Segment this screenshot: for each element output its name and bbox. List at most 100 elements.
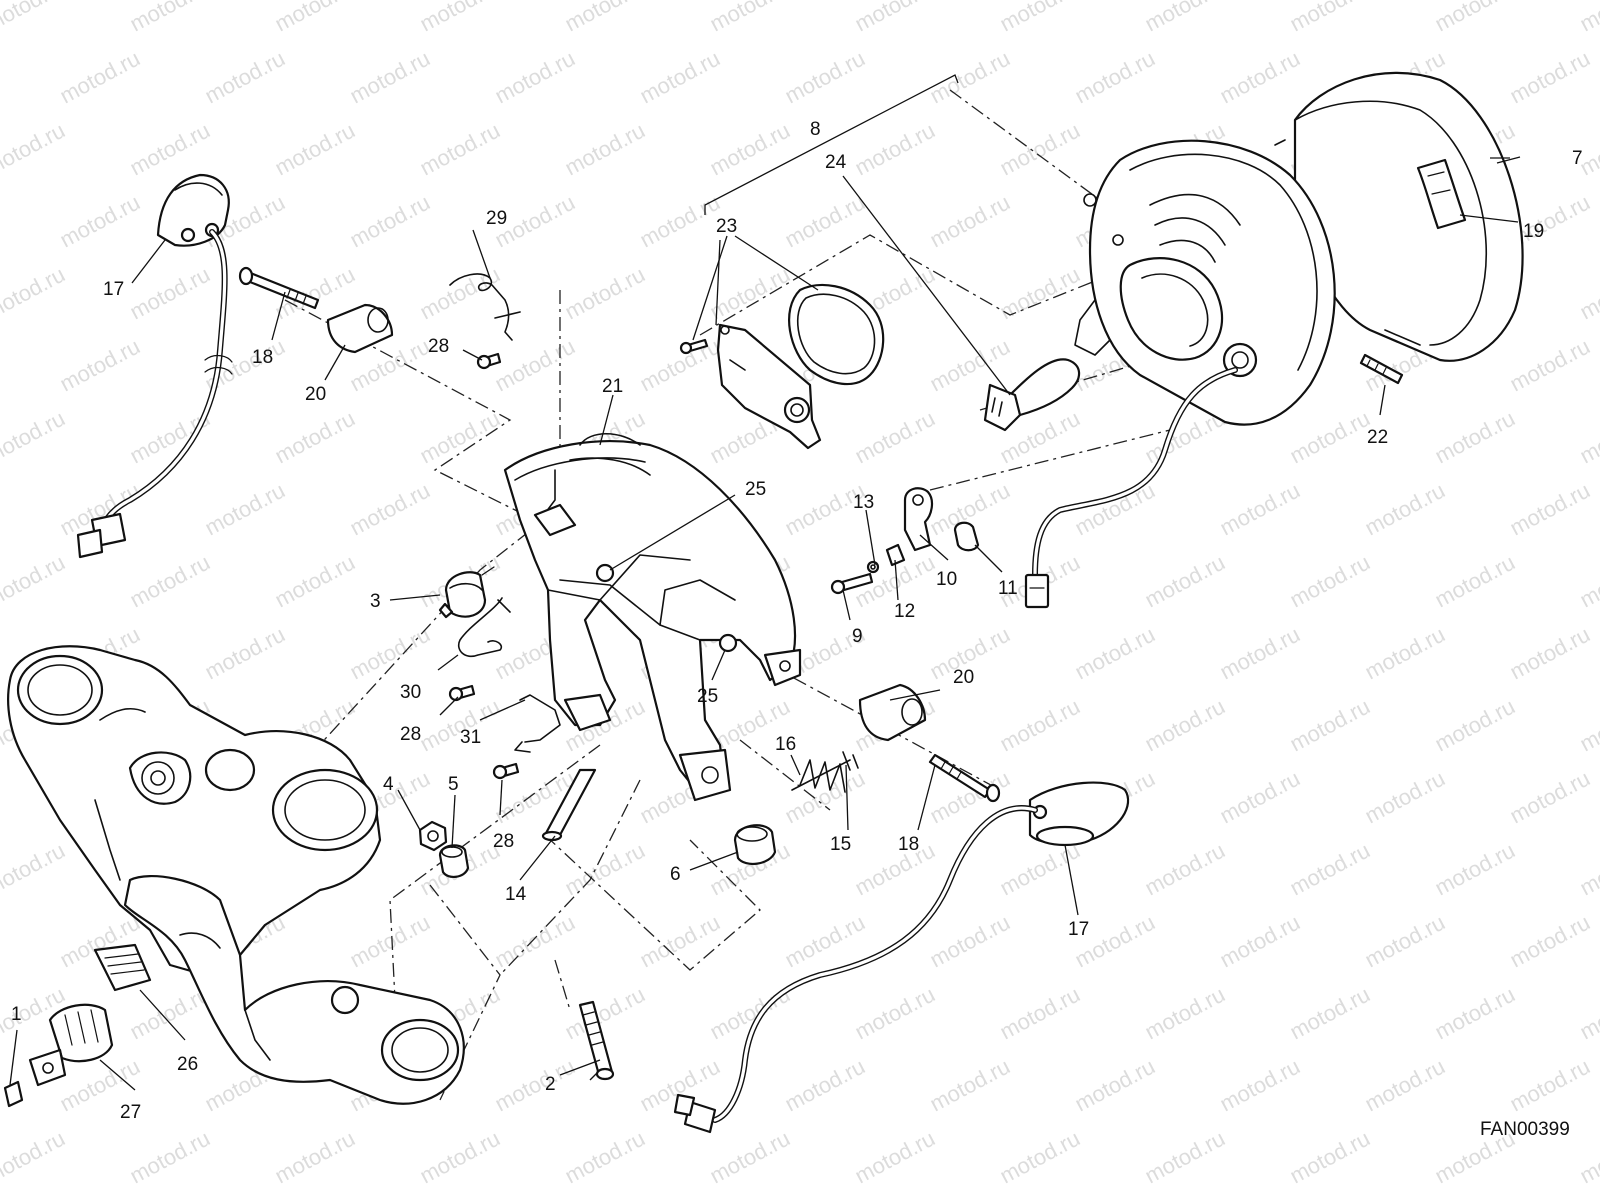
watermark-text: motod.ru bbox=[1141, 694, 1229, 757]
watermark-text: motod.ru bbox=[491, 1054, 579, 1117]
watermark-text: motod.ru bbox=[1431, 694, 1519, 757]
watermark-text: motod.ru bbox=[1216, 910, 1304, 973]
headlight-housing bbox=[1074, 139, 1336, 426]
indicator-mount-left bbox=[326, 303, 394, 354]
watermark-text: motod.ru bbox=[271, 0, 359, 36]
callout-labels: 1 2 3 4 5 6 7 8 9 10 11 12 13 14 15 16 1… bbox=[11, 119, 1583, 1123]
nut bbox=[418, 820, 448, 852]
headlight-bulb bbox=[983, 358, 1081, 432]
watermark-text: motod.ru bbox=[996, 1126, 1084, 1189]
watermark-text: motod.ru bbox=[491, 46, 579, 109]
bushing bbox=[438, 844, 470, 878]
watermark-text: motod.ru bbox=[0, 0, 69, 36]
callout-27: 27 bbox=[120, 1102, 141, 1123]
watermark-text: motod.ru bbox=[996, 982, 1084, 1045]
wire-clip-30 bbox=[458, 597, 511, 658]
watermark-text: motod.ru bbox=[926, 46, 1014, 109]
watermark-text: motod.ru bbox=[1286, 1126, 1374, 1189]
watermark-text: motod.ru bbox=[996, 0, 1084, 36]
watermark-text: motod.ru bbox=[1506, 766, 1594, 829]
watermark-text: motod.ru bbox=[416, 262, 504, 325]
callout-28c: 28 bbox=[493, 831, 514, 852]
watermark-text: motod.ru bbox=[56, 46, 144, 109]
watermark-text: motod.ru bbox=[126, 550, 214, 613]
callout-25a: 25 bbox=[745, 479, 766, 500]
callout-18b: 18 bbox=[898, 834, 919, 855]
watermark-text: motod.ru bbox=[1576, 406, 1600, 469]
watermark-text: motod.ru bbox=[1576, 982, 1600, 1045]
callout-11: 11 bbox=[998, 578, 1018, 599]
watermark-text: motod.ru bbox=[996, 694, 1084, 757]
watermark-text: motod.ru bbox=[0, 118, 69, 181]
callout-16: 16 bbox=[775, 734, 796, 755]
callout-4: 4 bbox=[383, 774, 394, 795]
watermark-text: motod.ru bbox=[1431, 982, 1519, 1045]
watermark-text: motod.ru bbox=[1361, 622, 1449, 685]
watermark-text: motod.ru bbox=[1576, 1126, 1600, 1189]
watermark-text: motod.ru bbox=[126, 406, 214, 469]
watermark-text: motod.ru bbox=[416, 0, 504, 36]
watermark-text: motod.ru bbox=[271, 406, 359, 469]
callout-6: 6 bbox=[670, 864, 681, 885]
watermark-text: motod.ru bbox=[1431, 406, 1519, 469]
watermark-text: motod.ru bbox=[781, 1054, 869, 1117]
watermark-text: motod.ru bbox=[781, 46, 869, 109]
watermark-text: motod.ru bbox=[201, 622, 289, 685]
watermark-text: motod.ru bbox=[1286, 838, 1374, 901]
watermark-text: motod.ru bbox=[1216, 766, 1304, 829]
watermark-text: motod.ru bbox=[1576, 838, 1600, 901]
leader-lines bbox=[9, 156, 1521, 1091]
watermark-text: motod.ru bbox=[1216, 478, 1304, 541]
watermark-text: motod.ru bbox=[346, 910, 434, 973]
watermark-text: motod.ru bbox=[126, 1126, 214, 1189]
spacer-tube bbox=[541, 768, 597, 842]
watermark-text: motod.ru bbox=[996, 118, 1084, 181]
cover-plate bbox=[716, 323, 822, 450]
watermark-text: motod.ru bbox=[126, 262, 214, 325]
watermark-text: motod.ru bbox=[1506, 46, 1594, 109]
watermark-text: motod.ru bbox=[201, 46, 289, 109]
triple-clamp bbox=[7, 645, 382, 977]
callout-9: 9 bbox=[852, 626, 863, 647]
watermark-text: motod.ru bbox=[56, 190, 144, 253]
watermark-text: motod.ru bbox=[1141, 0, 1229, 36]
watermark-text: motod.ru bbox=[561, 0, 649, 36]
callout-13: 13 bbox=[853, 492, 874, 513]
watermark-text: motod.ru bbox=[851, 838, 939, 901]
watermark-text: motod.ru bbox=[706, 0, 794, 36]
watermark-text: motod.ru bbox=[636, 190, 724, 253]
watermark-text: motod.ru bbox=[271, 1126, 359, 1189]
watermark-text: motod.ru bbox=[1141, 550, 1229, 613]
ignition-key-part bbox=[3, 1080, 24, 1108]
retaining-clip bbox=[1416, 158, 1467, 230]
indicator-cable-left bbox=[76, 229, 233, 559]
headlight-cable bbox=[1024, 367, 1238, 609]
headlight-screw bbox=[1359, 353, 1404, 385]
watermark-text: motod.ru bbox=[561, 982, 649, 1045]
watermark-text: motod.ru bbox=[1286, 694, 1374, 757]
watermark-text: motod.ru bbox=[1071, 46, 1159, 109]
watermark-text: motod.ru bbox=[706, 118, 794, 181]
watermark-text: motod.ru bbox=[706, 1126, 794, 1189]
watermark-text: motod.ru bbox=[416, 1126, 504, 1189]
watermark-text: motod.ru bbox=[126, 0, 214, 36]
watermark-text: motod.ru bbox=[926, 766, 1014, 829]
watermark-text: motod.ru bbox=[1576, 262, 1600, 325]
watermark-text: motod.ru bbox=[346, 622, 434, 685]
ignition-switch bbox=[28, 1003, 114, 1087]
callout-15: 15 bbox=[830, 834, 851, 855]
headlight-bracket bbox=[503, 433, 802, 802]
watermark-text: motod.ru bbox=[781, 766, 869, 829]
watermark-text: motod.ru bbox=[1141, 1126, 1229, 1189]
watermark-text: motod.ru bbox=[1141, 982, 1229, 1045]
watermark-text: motod.ru bbox=[1216, 46, 1304, 109]
callout-12: 12 bbox=[894, 601, 915, 622]
wire-clip-29 bbox=[449, 273, 521, 341]
watermark-text: motod.ru bbox=[201, 478, 289, 541]
lower-clamp bbox=[123, 874, 465, 1105]
cover-screw bbox=[679, 338, 709, 355]
callout-20a: 20 bbox=[305, 384, 326, 405]
watermark-text: motod.ru bbox=[1286, 0, 1374, 36]
